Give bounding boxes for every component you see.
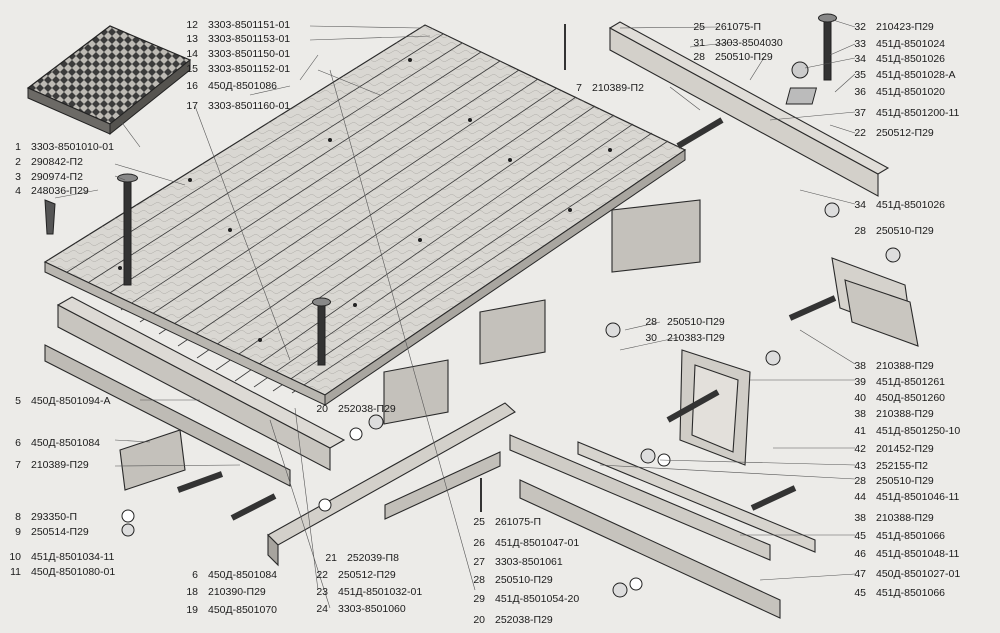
side-rail-right	[608, 21, 890, 197]
bracket-assembly	[679, 349, 751, 466]
platform-deck	[43, 24, 687, 406]
tread-plate	[26, 25, 192, 136]
bolts	[44, 13, 837, 521]
leader-lines	[54, 19, 856, 609]
mud-flap	[831, 257, 919, 347]
underframe	[44, 199, 816, 619]
nuts-washers	[121, 61, 901, 598]
